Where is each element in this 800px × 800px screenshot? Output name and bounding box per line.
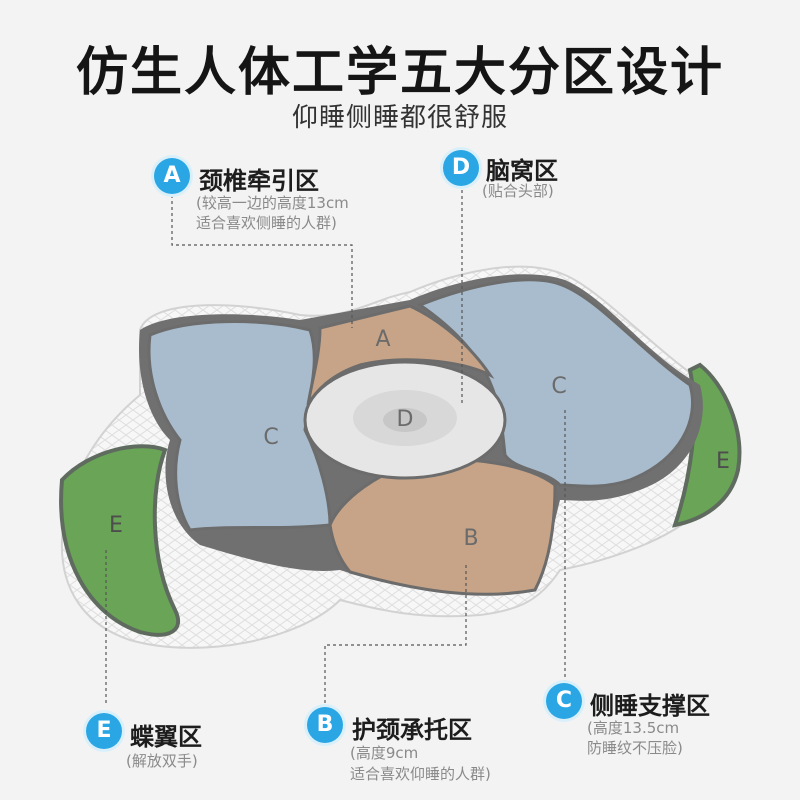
page-title: 仿生人体工学五大分区设计 bbox=[75, 43, 724, 103]
zone-a-name: 颈椎牵引区 bbox=[199, 167, 319, 195]
zone-d-note-1: (贴合头部) bbox=[482, 182, 554, 200]
zone-e-note-1: (解放双手) bbox=[126, 752, 198, 770]
zone-b-badge: B bbox=[307, 707, 343, 743]
zone-c-name: 侧睡支撑区 bbox=[590, 692, 710, 720]
zone-e-name: 蝶翼区 bbox=[130, 723, 202, 751]
pillow-label-a: A bbox=[375, 327, 390, 352]
pillow-label-c-left: C bbox=[263, 425, 278, 450]
zone-e-left-shape bbox=[59, 444, 181, 637]
pillow-label-b: B bbox=[463, 526, 478, 551]
zone-c-badge: C bbox=[546, 683, 582, 719]
zone-d-badge: D bbox=[443, 150, 479, 186]
pillow-label-e-left: E bbox=[109, 513, 123, 538]
zone-e-badge: E bbox=[86, 713, 122, 749]
pillow-label-e-right: E bbox=[716, 449, 730, 474]
pillow-label-c-right: C bbox=[551, 374, 566, 399]
zone-a-note-1: (较高一边的高度13cm bbox=[196, 194, 349, 212]
pillow-label-d: D bbox=[397, 407, 414, 432]
zone-c-note-2: 防睡纹不压脸) bbox=[587, 739, 683, 757]
page-subtitle: 仰睡侧睡都很舒服 bbox=[291, 103, 508, 133]
zone-c-note-1: (高度13.5cm bbox=[587, 719, 680, 737]
zone-a-note-2: 适合喜欢侧睡的人群) bbox=[196, 214, 337, 232]
leader-lines bbox=[105, 190, 566, 705]
zone-a-badge: A bbox=[154, 158, 190, 194]
zone-b-note-2: 适合喜欢仰睡的人群) bbox=[350, 765, 491, 783]
zone-a-shape bbox=[306, 304, 495, 406]
zone-d-name: 脑窝区 bbox=[486, 157, 558, 185]
zone-b-name: 护颈承托区 bbox=[352, 716, 472, 744]
zone-c-right-shape bbox=[416, 278, 694, 488]
zone-b-note-1: (高度9cm bbox=[350, 744, 419, 762]
